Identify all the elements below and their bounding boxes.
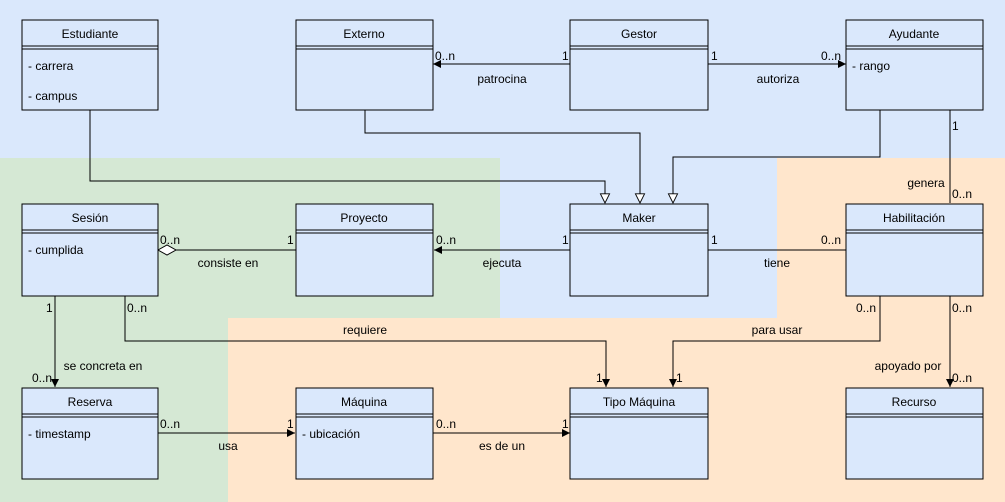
label-ejecuta: ejecuta (483, 256, 522, 270)
label-para-usar: para usar (752, 323, 803, 337)
class-name: Gestor (621, 27, 657, 41)
multiplicity-label: 0..n (436, 233, 456, 247)
multiplicity-label: 1 (711, 233, 718, 247)
class-estudiante[interactable]: Estudiante - carrera - campus (21, 19, 159, 111)
multiplicity-label: 0..n (160, 417, 180, 431)
label-consiste-en: consiste en (198, 256, 259, 270)
class-name: Habilitación (883, 211, 945, 225)
class-attribute: - rango (852, 59, 890, 73)
edge-externo-maker (364, 110, 640, 203)
label-tiene: tiene (764, 256, 790, 270)
class-attribute: - ubicación (302, 427, 360, 441)
multiplicity-label: 0..n (32, 371, 52, 385)
label-es-de-un: es de un (479, 439, 525, 453)
class-name: Tipo Máquina (603, 395, 676, 409)
multiplicity-label: 0..n (952, 187, 972, 201)
edge-ayudante-maker (673, 110, 881, 203)
class-externo[interactable]: Externo (295, 19, 434, 111)
edge-estudiante-maker (89, 110, 605, 203)
class-reserva[interactable]: Reserva - timestamp (21, 387, 159, 480)
multiplicity-label: 1 (287, 233, 294, 247)
class-gestor[interactable]: Gestor (569, 19, 709, 111)
multiplicity-label: 0..n (821, 49, 841, 63)
class-name: Externo (343, 27, 385, 41)
edge-requiere (124, 296, 610, 387)
label-autoriza: autoriza (757, 72, 800, 86)
class-recurso[interactable]: Recurso (845, 387, 984, 480)
multiplicity-label: 0..n (821, 233, 841, 247)
class-maquina[interactable]: Máquina - ubicación (295, 387, 434, 480)
multiplicity-label: 0..n (952, 371, 972, 385)
multiplicity-label: 0..n (435, 49, 455, 63)
class-name: Proyecto (340, 211, 388, 225)
label-usa: usa (218, 439, 238, 453)
multiplicity-label: 0..n (127, 301, 147, 315)
class-name: Sesión (72, 211, 109, 225)
multiplicity-label: 0..n (952, 301, 972, 315)
multiplicity-label: 1 (711, 49, 718, 63)
multiplicity-label: 1 (562, 49, 569, 63)
label-requiere: requiere (343, 323, 387, 337)
class-tipo-maquina[interactable]: Tipo Máquina (569, 387, 709, 480)
class-name: Ayudante (889, 27, 940, 41)
multiplicity-label: 1 (562, 417, 569, 431)
class-habilitacion[interactable]: Habilitación (845, 203, 984, 297)
class-attribute: - carrera (28, 59, 74, 73)
multiplicity-label: 1 (676, 371, 683, 385)
class-name: Maker (622, 211, 655, 225)
multiplicity-label: 1 (562, 233, 569, 247)
class-name: Reserva (68, 395, 113, 409)
class-maker[interactable]: Maker (569, 203, 709, 297)
class-proyecto[interactable]: Proyecto (295, 203, 434, 297)
multiplicity-label: 0..n (856, 301, 876, 315)
class-name: Máquina (341, 395, 387, 409)
label-se-concreta-en: se concreta en (64, 359, 143, 373)
class-attribute: - cumplida (28, 243, 84, 257)
edge-para-usar (669, 296, 881, 387)
multiplicity-label: 1 (596, 371, 603, 385)
class-ayudante[interactable]: Ayudante - rango (845, 19, 984, 111)
label-patrocina: patrocina (477, 72, 527, 86)
label-genera: genera (907, 176, 945, 190)
multiplicity-label: 1 (46, 301, 53, 315)
class-attribute: - timestamp (28, 427, 91, 441)
class-name: Recurso (892, 395, 937, 409)
class-attribute: - campus (28, 89, 77, 103)
multiplicity-label: 0..n (436, 417, 456, 431)
multiplicity-label: 1 (952, 119, 959, 133)
blue-region (0, 0, 1005, 158)
aggregation-diamond-icon (156, 244, 178, 256)
class-name: Estudiante (62, 27, 119, 41)
multiplicity-label: 1 (287, 417, 294, 431)
multiplicity-label: 0..n (160, 233, 180, 247)
class-sesion[interactable]: Sesión - cumplida (21, 203, 159, 297)
label-apoyado-por: apoyado por (875, 359, 942, 373)
